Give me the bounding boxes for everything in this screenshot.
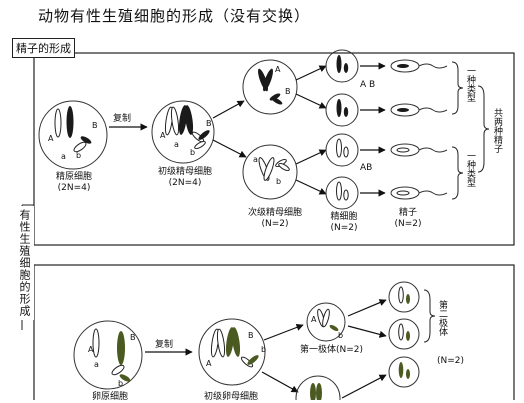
sperm-name: 精子 <box>398 208 417 218</box>
secondary-spermatocyte-name: 次级精母细胞 <box>247 208 302 218</box>
spermatid-2 <box>325 93 359 127</box>
svg-text:A: A <box>275 65 281 74</box>
gene-letters: Aa Bb Aa Bb A B a b Aa Bb A B b Ab <box>48 65 343 388</box>
oogonium-cell <box>73 320 143 390</box>
primary-spermatocyte-label: 初级精母细胞 (2N=4) <box>150 167 220 189</box>
gene-label-lower: AB <box>360 163 373 173</box>
secondary-spermatocyte-bottom <box>242 144 298 200</box>
spermatogonium-label: 精原细胞 (2N=4) <box>46 172 102 194</box>
second-polar-body-3 <box>388 356 420 388</box>
svg-text:a: a <box>61 152 66 161</box>
svg-text:a: a <box>253 155 258 164</box>
second-polar-ploidy: (N=2) <box>437 356 465 366</box>
primary-oocyte-label: 初级卵母细胞 <box>203 392 258 402</box>
first-polar-body <box>306 302 346 342</box>
primary-spermatocyte-ploidy: (2N=4) <box>168 178 202 188</box>
spermatid-4 <box>325 176 359 210</box>
second-polar-body-2 <box>388 318 420 350</box>
arrow-to-secondary-bottom <box>212 139 247 158</box>
sperm-section-frame <box>33 52 515 246</box>
svg-text:b: b <box>190 148 195 157</box>
svg-text:b: b <box>276 177 281 186</box>
spermatogonium-name: 精原细胞 <box>55 172 92 182</box>
svg-text:B: B <box>206 119 212 128</box>
svg-text:b: b <box>76 151 81 160</box>
oogonium-label: 卵原细胞 <box>91 392 128 402</box>
sperm-ploidy: (N=2) <box>394 219 422 229</box>
primary-spermatocyte-cell <box>151 100 215 164</box>
second-polar-body-1 <box>388 281 420 313</box>
svg-text:A: A <box>311 315 317 324</box>
spermatogonium-ploidy: (2N=4) <box>57 183 91 193</box>
sperm-1 <box>390 59 448 73</box>
svg-text:B: B <box>248 331 254 340</box>
primary-spermatocyte-name: 初级精母细胞 <box>157 167 212 177</box>
primary-oocyte-cell <box>198 318 266 386</box>
brace-total <box>477 85 490 173</box>
spermatid-1 <box>325 49 359 83</box>
sperm-section-label: 精子的形成 <box>12 38 75 58</box>
sperm-2 <box>390 103 448 117</box>
svg-text:a: a <box>174 140 179 149</box>
svg-text:A: A <box>206 359 212 368</box>
gene-label-upper: A B <box>360 80 376 90</box>
svg-text:b: b <box>338 331 343 340</box>
secondary-spermatocyte-label: 次级精母细胞 (N=2) <box>240 208 310 230</box>
second-polar-body-label: 第二极体 <box>437 300 447 336</box>
svg-text:A: A <box>160 131 166 140</box>
side-label: 有性生殖细胞的形成 <box>14 206 34 320</box>
brace-type-top <box>451 61 464 115</box>
spermatid-name: 精细胞 <box>330 212 358 222</box>
arrow-to-secondary-top <box>212 100 245 119</box>
replication-label-egg: 复制 <box>155 340 174 350</box>
type-label-bottom: 一种类型 <box>465 151 475 187</box>
secondary-oocyte <box>295 375 341 400</box>
svg-text:a: a <box>94 360 99 369</box>
brace-type-bottom <box>451 146 464 200</box>
spermatogonium-cell <box>38 100 108 170</box>
spermatid-ploidy: (N=2) <box>330 223 358 233</box>
svg-text:b: b <box>118 379 123 388</box>
svg-text:B: B <box>92 121 98 130</box>
replication-label: 复制 <box>113 114 132 124</box>
svg-text:A: A <box>88 345 94 354</box>
spermatid-3 <box>325 133 359 167</box>
secondary-spermatocyte-top <box>242 59 298 115</box>
first-polar-body-label: 第一极体(N=2) <box>300 345 364 355</box>
svg-text:B: B <box>285 87 291 96</box>
svg-text:A: A <box>48 134 54 143</box>
spermatid-label: 精细胞 (N=2) <box>325 212 363 234</box>
sperm-4 <box>390 186 448 200</box>
type-label-top: 一种类型 <box>465 66 475 102</box>
svg-text:b: b <box>261 345 266 354</box>
brace-second-polar <box>423 289 436 343</box>
sperm-label: 精子 (N=2) <box>390 208 426 230</box>
svg-text:B: B <box>130 333 136 342</box>
page-title: 动物有性生殖细胞的形成（没有交换） <box>38 7 311 25</box>
sperm-3 <box>390 143 448 157</box>
total-sperm-label: 共两种精子 <box>492 108 502 153</box>
egg-section-frame <box>33 264 515 400</box>
secondary-spermatocyte-ploidy: (N=2) <box>261 219 289 229</box>
